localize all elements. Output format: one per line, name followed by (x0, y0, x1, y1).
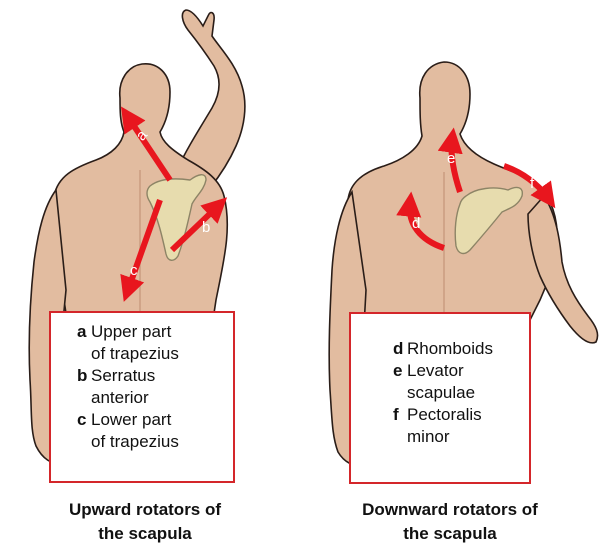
legend-text: minor (407, 427, 450, 446)
caption-line: Downward rotators of (362, 500, 538, 519)
legend-downward-rotators: d Rhomboids e Levator scapulae f Pectora… (349, 312, 531, 484)
left-scapula (146, 174, 207, 261)
legend-text: Upper part (91, 322, 172, 341)
arrow-a (121, 106, 173, 182)
legend-key: f (393, 405, 399, 424)
legend-text: Rhomboids (407, 339, 493, 358)
legend-key: e (393, 361, 403, 380)
legend-text: Levator (407, 361, 464, 380)
legend-entry-d: d Rhomboids (393, 338, 529, 360)
arrow-c (120, 198, 163, 302)
right-torso (346, 61, 559, 341)
legend-text: Pectoralis (407, 405, 482, 424)
legend-text: scapulae (407, 383, 476, 402)
legend-entry-a: a Upper part of trapezius (77, 321, 233, 365)
arrow-d (396, 191, 446, 251)
arrow-label-d: d (412, 215, 420, 232)
caption-downward-rotators: Downward rotators of the scapula (330, 498, 570, 546)
legend-key: c (77, 410, 87, 429)
legend-text: anterior (91, 388, 149, 407)
legend-upward-rotators: a Upper part of trapezius b Serratus ant… (49, 311, 235, 483)
caption-line: the scapula (403, 524, 497, 543)
caption-upward-rotators: Upward rotators of the scapula (40, 498, 250, 546)
caption-line: the scapula (98, 524, 192, 543)
legend-entry-c: c Lower part of trapezius (77, 409, 233, 453)
arrow-label-c: c (130, 262, 138, 279)
legend-text: of trapezius (91, 432, 179, 451)
arrow-label-f: f (530, 175, 535, 192)
right-extended-arm (527, 194, 599, 344)
legend-entry-b: b Serratus anterior (77, 365, 233, 409)
legend-text: of trapezius (91, 344, 179, 363)
caption-line: Upward rotators of (68, 500, 222, 519)
legend-key: a (77, 322, 87, 341)
arrow-e (437, 127, 463, 193)
legend-text: Serratus (91, 366, 156, 385)
legend-key: b (77, 366, 88, 385)
legend-entry-e: e Levator scapulae (393, 360, 529, 404)
arrow-f (502, 163, 556, 209)
arrow-label-e: e (447, 150, 455, 167)
right-scapula (454, 186, 523, 255)
left-raised-arm (176, 9, 246, 190)
legend-text: Lower part (91, 410, 172, 429)
arrow-b (169, 197, 228, 253)
legend-entry-f: f Pectoralis minor (393, 404, 529, 448)
arrow-label-b: b (202, 219, 210, 236)
legend-key: d (393, 339, 404, 358)
